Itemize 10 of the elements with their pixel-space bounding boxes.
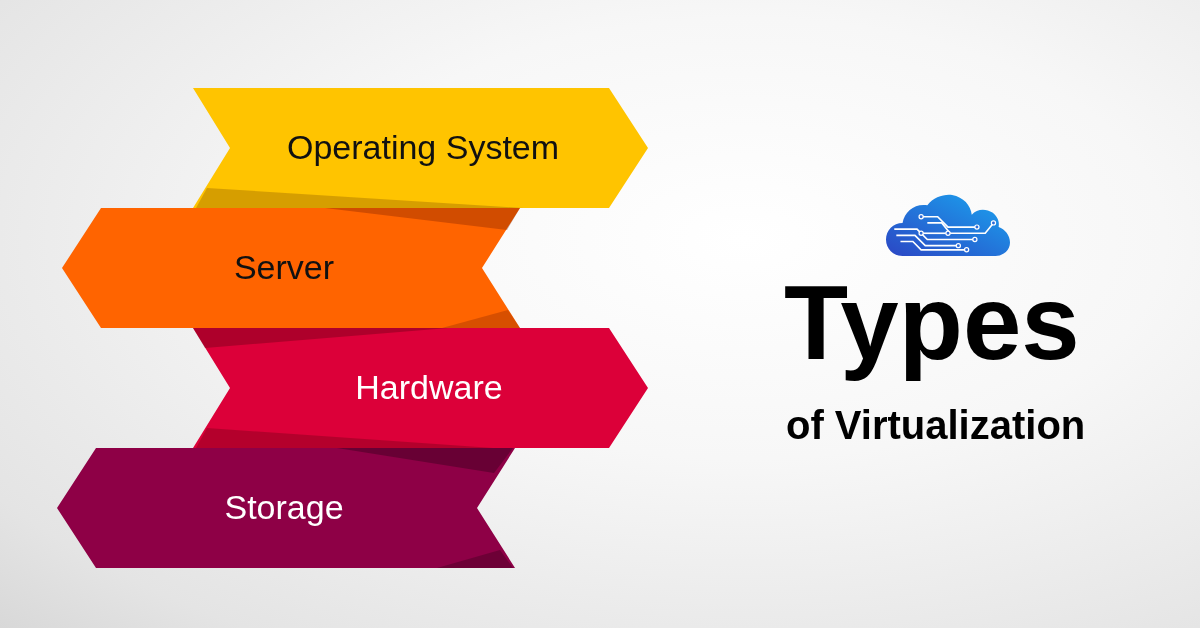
banner-label: Hardware xyxy=(355,368,503,408)
banner-label: Operating System xyxy=(286,128,560,168)
right-arrow-banner xyxy=(193,88,648,208)
left-arrow-banner xyxy=(62,208,520,328)
banner-label: Server xyxy=(233,248,335,288)
banner-label: Storage xyxy=(224,488,344,528)
subtitle: of Virtualization xyxy=(786,402,1086,448)
title: Types xyxy=(784,263,1080,383)
right-arrow-banner xyxy=(193,328,648,448)
left-arrow-banner xyxy=(57,448,513,568)
